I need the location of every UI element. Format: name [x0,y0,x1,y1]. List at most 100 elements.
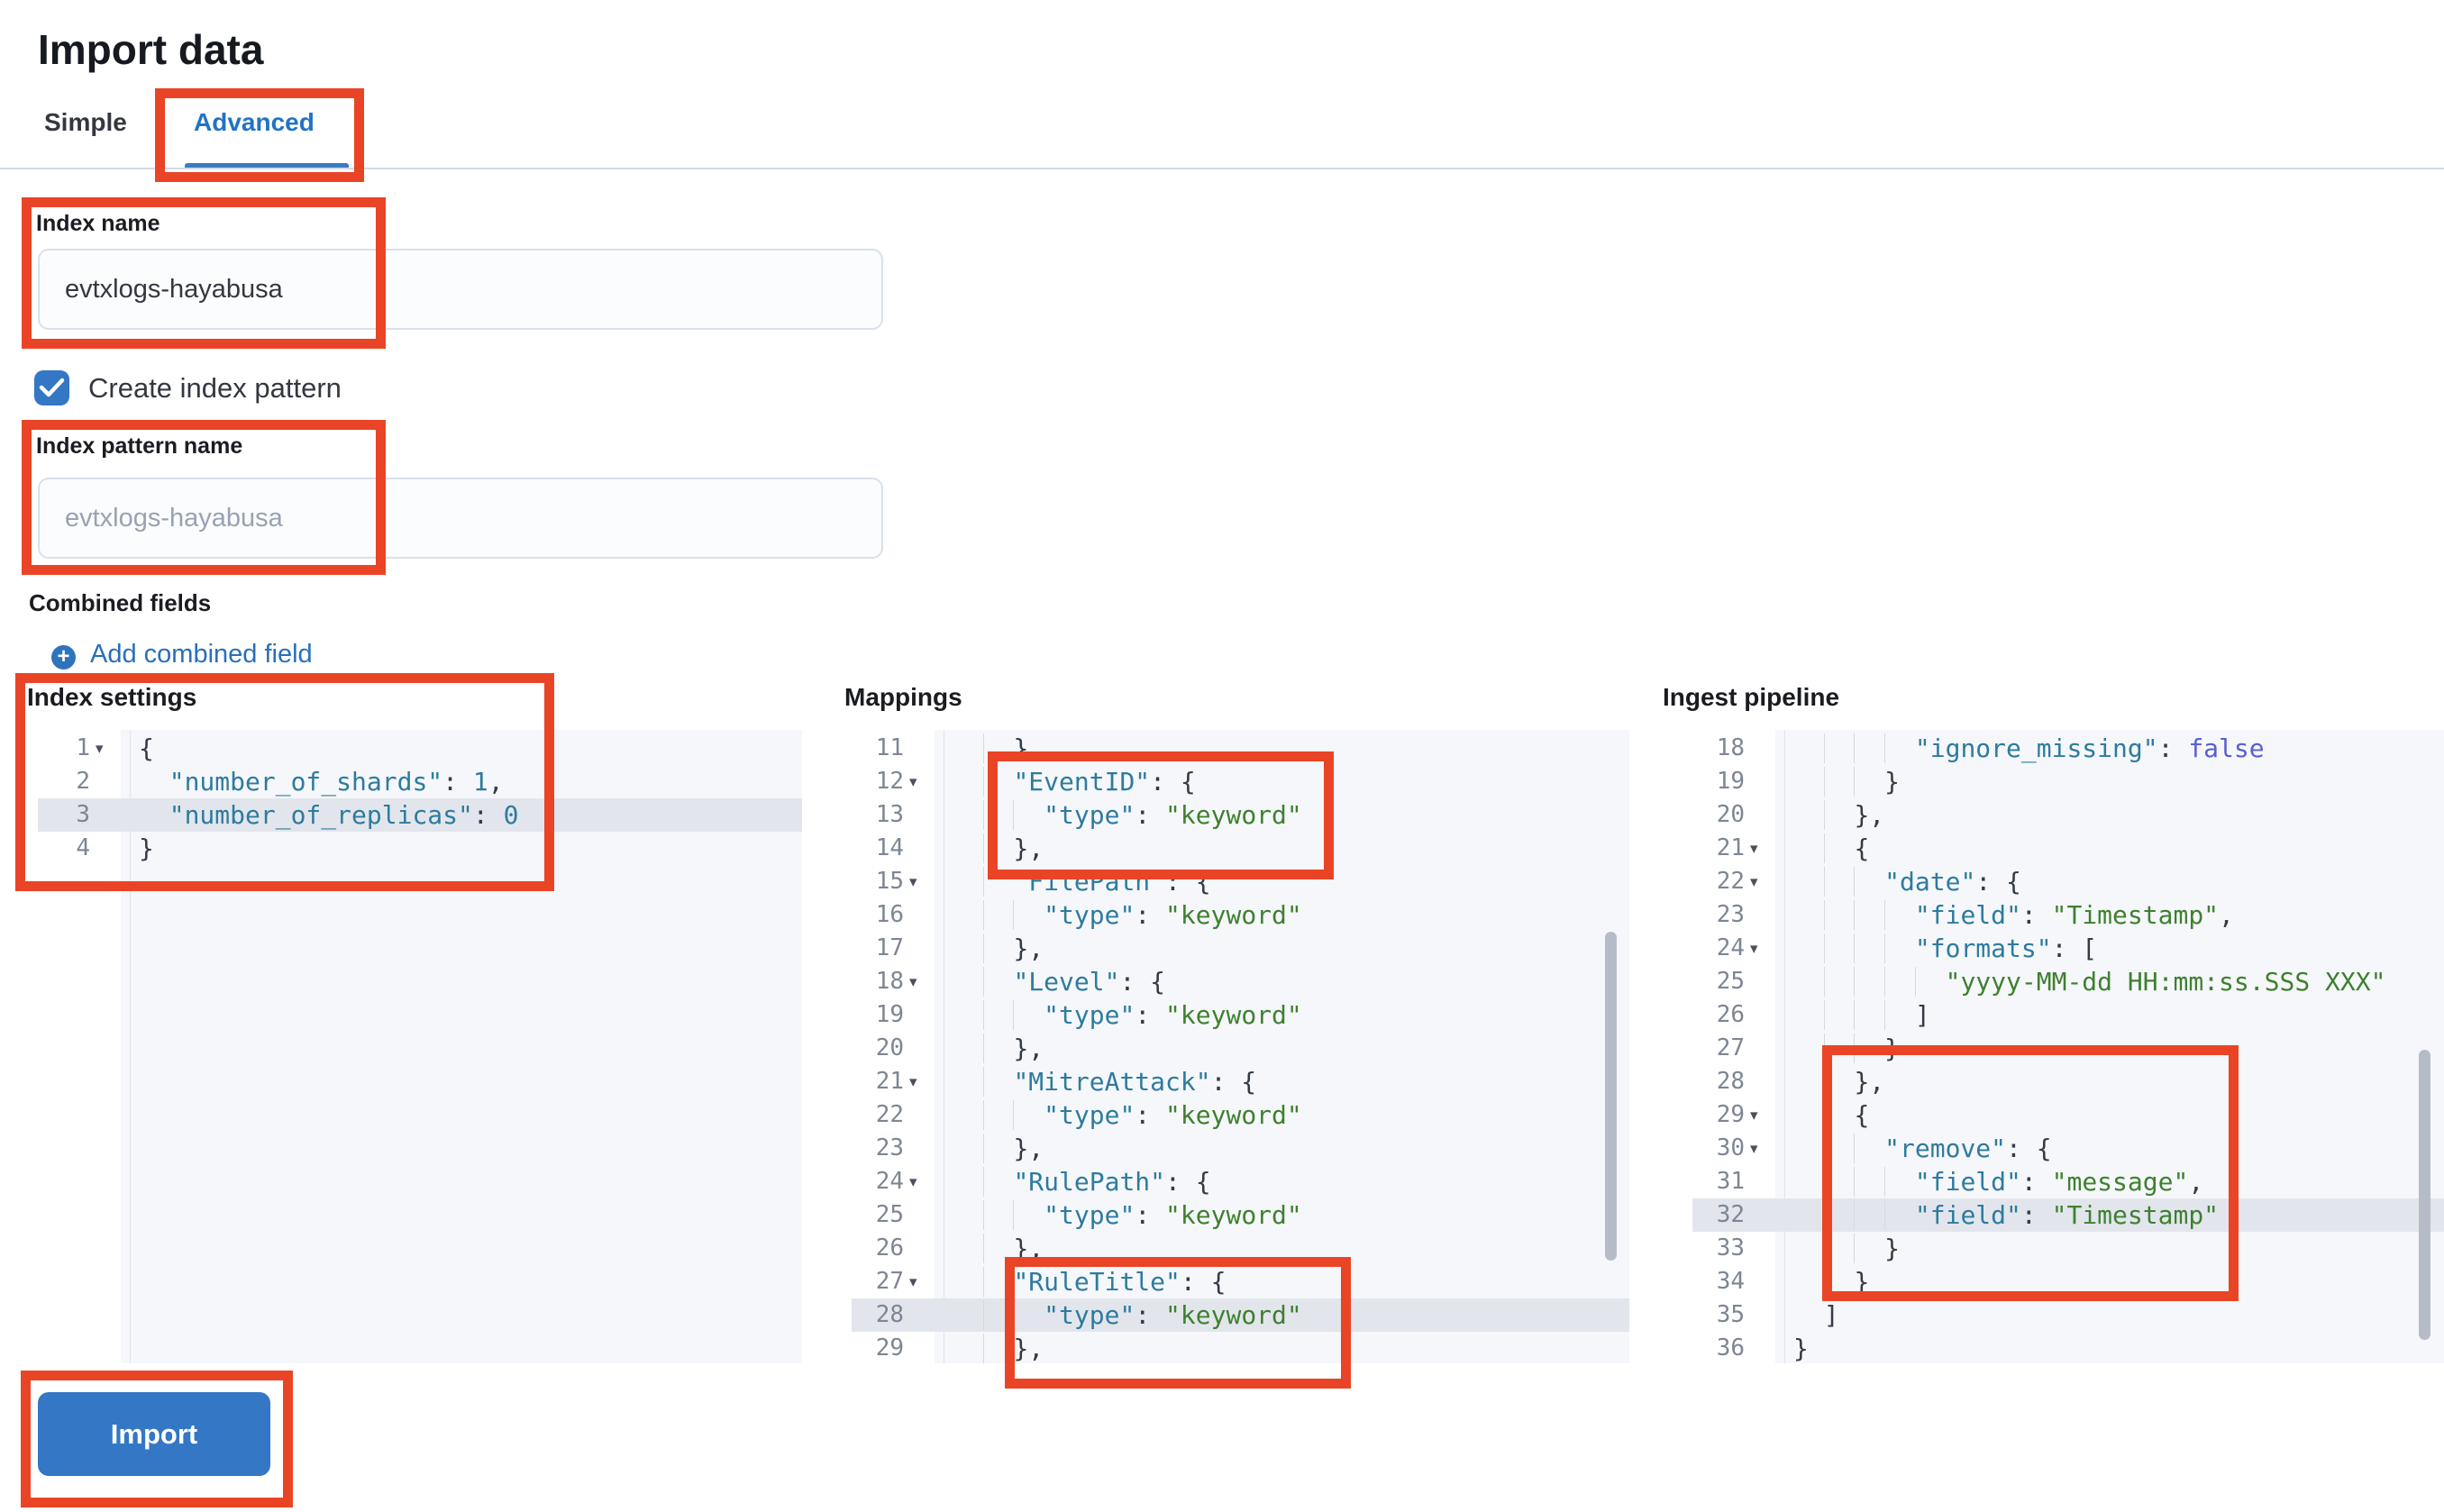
code-text: "type": "keyword" [953,1298,1302,1332]
code-line[interactable]: 4} [38,832,802,865]
fold-arrow-icon[interactable]: ▾ [909,1173,917,1190]
code-line[interactable]: 25 "yyyy-MM-dd HH:mm:ss.SSS XXX" [1692,965,2444,998]
code-line[interactable]: 14 }, [852,832,1629,865]
fold-arrow-icon[interactable]: ▾ [909,1273,917,1290]
fold-arrow-icon[interactable]: ▾ [909,873,917,890]
code-line[interactable]: 17 }, [852,932,1629,965]
indent-guide [1013,1100,1044,1130]
code-line[interactable]: 28 }, [1692,1065,2444,1098]
code-line[interactable]: 20 }, [1692,798,2444,832]
code-line[interactable]: 18 "ignore_missing": false [1692,732,2444,765]
code-text: }, [953,1232,1044,1265]
code-line[interactable]: 27 } [1692,1032,2444,1065]
code-text: } [139,833,154,863]
line-number: 33 [1716,1234,1745,1262]
code-line[interactable]: 35 ] [1692,1298,2444,1332]
code-line[interactable]: 21▾ "MitreAttack": { [852,1065,1629,1098]
code-line[interactable]: 1▾{ [38,732,802,765]
line-number: 22 [1716,868,1745,895]
fold-arrow-icon[interactable]: ▾ [909,773,917,790]
code-line[interactable]: 22 "type": "keyword" [852,1098,1629,1132]
code-line[interactable]: 24▾ "RulePath": { [852,1165,1629,1198]
code-line[interactable]: 20 }, [852,1032,1629,1065]
code-line[interactable]: 33 } [1692,1232,2444,1265]
code-line[interactable]: 18▾ "Level": { [852,965,1629,998]
indent-guide [1824,800,1855,830]
code-line[interactable]: 15▾ "FilePath": { [852,865,1629,898]
line-number: 25 [875,1201,904,1228]
indent-guide [1884,1000,1915,1030]
fold-arrow-icon[interactable]: ▾ [96,740,104,757]
indent-guide [983,1200,1014,1230]
line-number: 19 [875,1001,904,1028]
code-line[interactable]: 25 "type": "keyword" [852,1198,1629,1232]
editor-gutter [852,730,935,1363]
code-line[interactable]: 21 ▾ { [1692,832,2444,865]
vertical-scrollbar[interactable] [2419,1050,2430,1340]
fold-arrow-icon[interactable]: ▾ [909,1073,917,1090]
mappings-editor[interactable]: 11 },12▾ "EventID": {13 "type": "keyword… [852,730,1629,1363]
code-line[interactable]: 12▾ "EventID": { [852,765,1629,798]
code-line[interactable]: 23 "field": "Timestamp", [1692,898,2444,932]
indent-guide [1884,900,1915,930]
indent-guide [1884,1200,1915,1230]
code-line[interactable]: 27▾ "RuleTitle": { [852,1265,1629,1298]
code-text: { [1793,832,1869,865]
code-line-highlighted[interactable]: 28 "type": "keyword" [852,1298,1629,1332]
code-line[interactable]: 19 } [1692,765,2444,798]
code-line[interactable]: 36} [1692,1332,2444,1363]
code-text: "yyyy-MM-dd HH:mm:ss.SSS XXX" [1793,965,2386,998]
code-text: "field": "message", [1793,1165,2203,1198]
tab-simple[interactable]: Simple [44,108,127,136]
index-name-input[interactable] [38,249,883,330]
code-line[interactable]: 13 "type": "keyword" [852,798,1629,832]
code-line[interactable]: 2 "number_of_shards": 1, [38,765,802,798]
code-line[interactable]: 26 }, [852,1232,1629,1265]
code-line[interactable]: 16 "type": "keyword" [852,898,1629,932]
indent-guide [983,967,1014,997]
code-line[interactable]: 24▾ "formats": [ [1692,932,2444,965]
indent-guide [1824,1167,1855,1197]
code-line[interactable]: 29▾ { [1692,1098,2444,1132]
code-text: "remove": { [1793,1132,2051,1165]
create-index-pattern-checkbox[interactable] [34,370,69,405]
index-settings-editor[interactable]: 1▾{2 "number_of_shards": 1,3 "number_of_… [38,730,802,1363]
code-text: "formats": [ [1793,932,2097,965]
line-number: 21 [1716,834,1745,861]
code-line[interactable]: 29 }, [852,1332,1629,1363]
index-pattern-name-label: Index pattern name [36,433,243,459]
indent-guide [983,1100,1014,1130]
code-line[interactable]: 26 ] [1692,998,2444,1032]
indent-guide [1854,1000,1884,1030]
indent-guide [1824,867,1855,897]
fold-arrow-icon[interactable]: ▾ [1750,940,1758,957]
fold-arrow-icon[interactable]: ▾ [1750,873,1758,890]
code-text: } [1793,1265,1869,1298]
code-line[interactable]: 11 }, [852,732,1629,765]
index-pattern-name-input[interactable] [38,478,883,559]
code-text: ] [1823,1300,1839,1330]
code-line-highlighted[interactable]: 32 "field": "Timestamp" [1692,1198,2444,1232]
indent-guide [983,800,1014,830]
code-line[interactable]: 23 }, [852,1132,1629,1165]
code-line[interactable]: 30▾ "remove": { [1692,1132,2444,1165]
fold-arrow-icon[interactable]: ▾ [909,973,917,990]
line-number: 32 [1716,1201,1745,1228]
code-text: "type": "keyword" [953,798,1302,832]
code-line[interactable]: 19 "type": "keyword" [852,998,1629,1032]
code-line[interactable]: 22▾ "date": { [1692,865,2444,898]
import-button[interactable]: Import [38,1392,270,1476]
fold-arrow-icon[interactable]: ▾ [1750,840,1758,857]
tab-advanced[interactable]: Advanced [194,108,315,136]
editor-code-area[interactable] [121,730,802,1363]
vertical-scrollbar[interactable] [1605,932,1617,1261]
code-line[interactable]: 34 } [1692,1265,2444,1298]
indent-guide [1854,1034,1884,1063]
code-line[interactable]: 31 "field": "message", [1692,1165,2444,1198]
code-line-highlighted[interactable]: 3 "number_of_replicas": 0 [38,798,802,832]
indent-guide [1013,900,1044,930]
fold-arrow-icon[interactable]: ▾ [1750,1140,1758,1157]
plus-circle-icon: + [51,644,76,669]
fold-arrow-icon[interactable]: ▾ [1750,1107,1758,1124]
